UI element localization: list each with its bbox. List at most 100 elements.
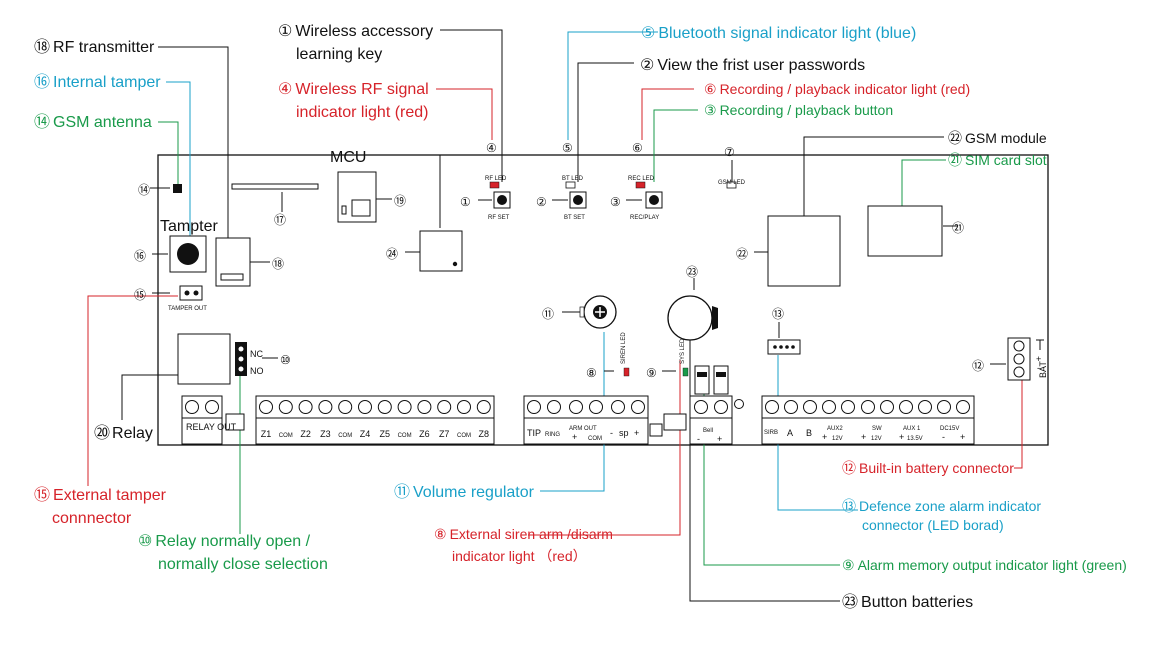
sirb-label: SIRB bbox=[764, 430, 778, 436]
rf-antenna-strip bbox=[231, 183, 319, 190]
zone-terminal-label: Z4 bbox=[360, 429, 371, 439]
sp-plus: + bbox=[634, 428, 639, 438]
sw-v: 12V bbox=[871, 436, 882, 442]
nc-label: NC bbox=[250, 349, 263, 359]
relay-component bbox=[177, 333, 231, 385]
zone-terminal-screw bbox=[298, 400, 313, 414]
sw-label: SW bbox=[872, 426, 882, 432]
callout-mcu: MCU bbox=[330, 149, 366, 166]
no-label: NO bbox=[250, 366, 264, 376]
bt-led-label: BT LED bbox=[562, 176, 584, 182]
bat-minus: - bbox=[1037, 363, 1040, 373]
marker-13: ⑬ bbox=[772, 307, 784, 321]
marker-18: ⑱ bbox=[272, 257, 284, 271]
arm-plus: + bbox=[572, 432, 577, 442]
sp-label: sp bbox=[619, 428, 629, 438]
gsm-module bbox=[767, 215, 841, 287]
fuse-2 bbox=[713, 365, 729, 395]
rf-set-label: RF SET bbox=[488, 215, 510, 221]
zone-terminal-screw bbox=[417, 400, 432, 414]
marker-16: ⑯ bbox=[134, 249, 146, 263]
tamper-out-connector bbox=[179, 285, 203, 301]
fuse-1 bbox=[694, 365, 710, 395]
marker-3: ③ bbox=[610, 195, 621, 209]
rec-led bbox=[635, 181, 646, 189]
zone-terminal-screw bbox=[259, 400, 273, 414]
zone-terminal-label: Z5 bbox=[380, 429, 391, 439]
arm-out-label: ARM OUT bbox=[569, 426, 597, 432]
rec-led-label: REC LED bbox=[628, 176, 655, 182]
arm-com-label: COM bbox=[588, 436, 602, 442]
marker-1: ① bbox=[460, 195, 471, 209]
rf-led-label: RF LED bbox=[485, 176, 507, 182]
sim-card-slot bbox=[867, 205, 943, 257]
led-board-connector bbox=[767, 339, 801, 355]
zone-terminal-label: Z1 bbox=[261, 429, 272, 439]
marker-22: ㉒ bbox=[736, 247, 748, 261]
sys-led bbox=[682, 367, 689, 377]
bell-minus: - bbox=[697, 434, 700, 444]
zone-terminal-screw bbox=[437, 400, 452, 414]
zone-terminal-label: Z3 bbox=[320, 429, 331, 439]
tampter-label: Tampter bbox=[160, 218, 218, 235]
callout-8-line2: indicator light （red） bbox=[452, 548, 587, 564]
marker-23: ㉓ bbox=[686, 265, 698, 279]
callout-13-line2: connector (LED borad) bbox=[862, 517, 1004, 533]
aux2-v: 12V bbox=[832, 436, 843, 442]
marker-14: ⑭ bbox=[138, 183, 150, 197]
marker-4: ④ bbox=[486, 141, 497, 155]
tamper-out-label: TAMPER OUT bbox=[168, 306, 207, 312]
zone-terminal-label: COM bbox=[457, 433, 471, 439]
callout-10-line2: normally close selection bbox=[158, 556, 328, 573]
marker-9: ⑨ bbox=[646, 366, 657, 380]
marker-12: ⑫ bbox=[972, 359, 984, 373]
marker-8: ⑧ bbox=[586, 366, 597, 380]
board-markers: ⑭ ⑯ ⑮ ⑱ ⑰ ⑲ ㉔ ① ② ③ ④ ⑤ ⑥ ⑦ ㉒ ㉑ ⑪ ㉓ ⑬ ⑧ … bbox=[134, 141, 984, 380]
rf-transmitter-module bbox=[215, 237, 251, 287]
marker-6: ⑥ bbox=[632, 141, 643, 155]
callout-1-line2: learning key bbox=[296, 46, 382, 63]
sys-led-label: SYS LED bbox=[680, 338, 686, 364]
zone-terminal-label: Z2 bbox=[300, 429, 311, 439]
leader-lines bbox=[87, 29, 1023, 602]
dc-minus: - bbox=[942, 432, 945, 442]
aux1-label: AUX 1 bbox=[903, 426, 921, 432]
zone-terminal-label: COM bbox=[398, 433, 412, 439]
bat-plus: + bbox=[1036, 354, 1041, 364]
aux1-v: 13.5V bbox=[907, 436, 923, 442]
zone-terminal-label: COM bbox=[279, 433, 293, 439]
dc15v-label: DC15V bbox=[940, 426, 959, 432]
zone-terminal-screw bbox=[457, 400, 471, 414]
aux1-plus: + bbox=[899, 432, 904, 442]
bell-label: Bell bbox=[703, 428, 713, 434]
callout-4-line2: indicator light (red) bbox=[296, 104, 429, 121]
zone-terminal-screw bbox=[318, 400, 333, 414]
aux2-plus: + bbox=[822, 432, 827, 442]
tamper-button bbox=[177, 243, 199, 265]
button-battery bbox=[667, 295, 713, 341]
gsm-antenna-pad bbox=[173, 184, 182, 193]
marker-5: ⑤ bbox=[562, 141, 573, 155]
zone-terminal-label: Z6 bbox=[419, 429, 430, 439]
zone-terminal-label: Z7 bbox=[439, 429, 450, 439]
marker-10: ⑩ bbox=[280, 353, 291, 367]
tip-label: TIP bbox=[527, 428, 541, 438]
relay-out-label: RELAY OUT bbox=[186, 422, 237, 432]
gsm-led-label: GSM LED bbox=[718, 180, 746, 186]
a-label: A bbox=[787, 428, 793, 438]
marker-21: ㉑ bbox=[952, 221, 964, 235]
callout-15-line2: connnector bbox=[52, 510, 132, 527]
